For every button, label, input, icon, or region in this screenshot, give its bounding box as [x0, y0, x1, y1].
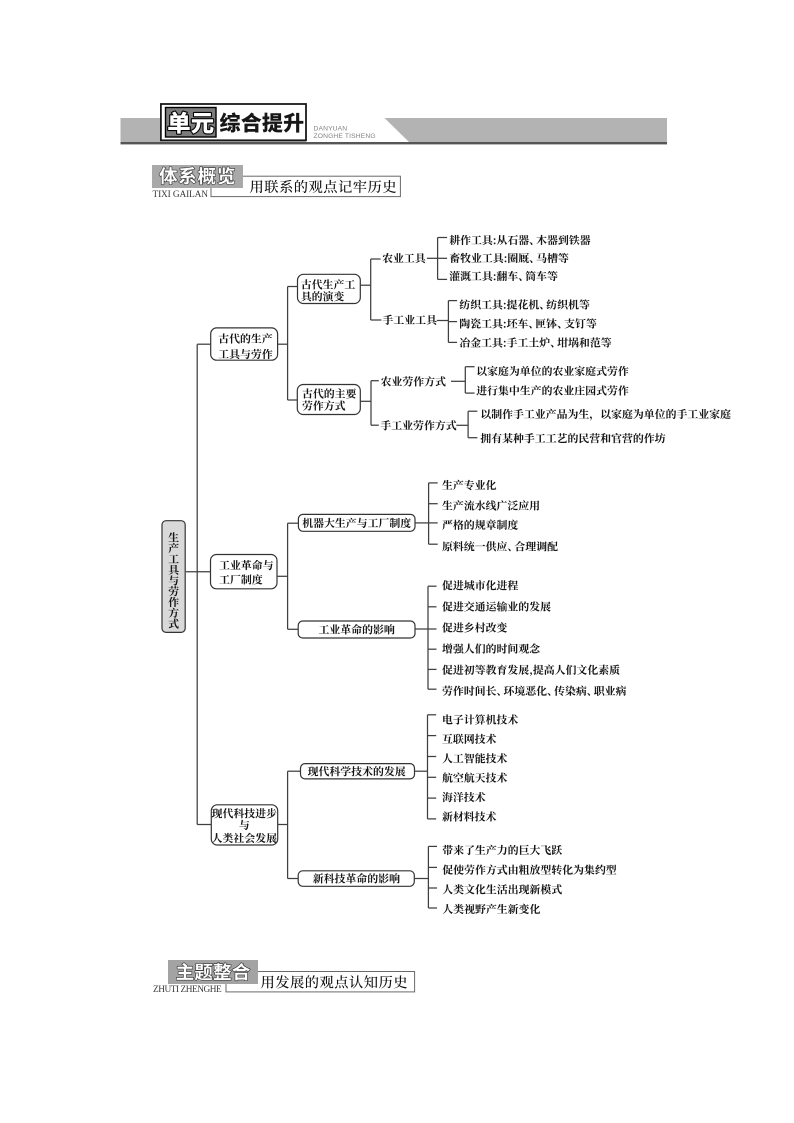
svg-text:TIXI GAILAN: TIXI GAILAN	[153, 190, 209, 200]
svg-text:DANYUAN: DANYUAN	[314, 126, 348, 133]
svg-text:ZHUTI ZHENGHE: ZHUTI ZHENGHE	[153, 985, 222, 995]
svg-text:ZONGHE TISHENG: ZONGHE TISHENG	[314, 133, 376, 140]
